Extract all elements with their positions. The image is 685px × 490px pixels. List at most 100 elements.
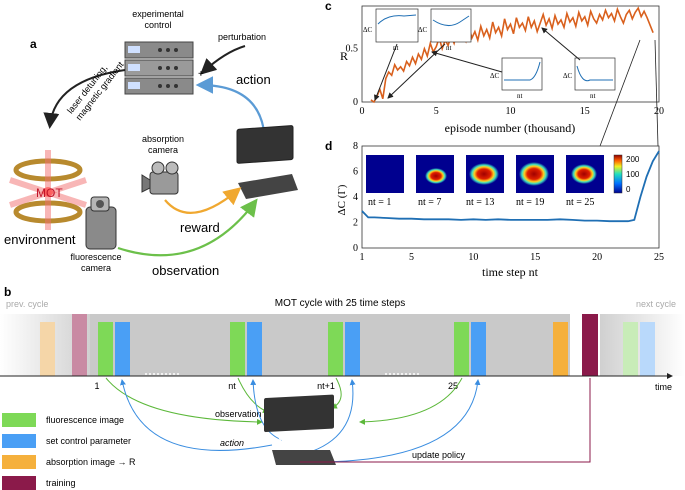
y-tick-8: 8 (353, 141, 358, 152)
inset3-xlabel: nt (517, 92, 523, 100)
inset2-ylabel: ΔC (418, 26, 428, 34)
next-fluor-block (623, 322, 638, 376)
panel-b-letter: b (4, 285, 11, 299)
inset-nt7-label: nt = 7 (418, 197, 441, 208)
time-label: time (655, 382, 672, 392)
absorption-block (553, 322, 568, 376)
environment-label: environment (4, 232, 76, 247)
legend-swatch-control (2, 434, 36, 448)
c-to-d-connector-2 (654, 39, 659, 147)
observation-arrow (117, 198, 258, 257)
x-tick-15: 15 (580, 106, 590, 117)
agent-label-b: agent (278, 427, 319, 444)
y-tick-2: 2 (353, 218, 358, 229)
reward-arrow (164, 187, 242, 214)
observation-label-b: observation (215, 409, 262, 419)
plus-sign: + (198, 69, 204, 80)
inset4-ylabel: ΔC (563, 72, 573, 80)
c-to-d-connector-1 (599, 39, 641, 147)
legend: fluorescence image set control parameter… (2, 413, 136, 490)
panel-c-letter: c (325, 0, 332, 13)
chart-c-series (370, 6, 654, 104)
chart-c-insets: ΔC nt ΔC nt ΔC nt ΔC nt (363, 8, 616, 101)
fluor-block-nt1 (328, 322, 343, 376)
chart-d-series (361, 150, 660, 223)
update-policy-line (300, 378, 591, 463)
reward-label: reward (180, 220, 220, 235)
fluorescence-camera-icon (85, 196, 117, 250)
cycle-title: MOT cycle with 25 time steps (275, 298, 405, 309)
colorbar-tick-200: 200 (626, 155, 640, 164)
chart-c-ticks: 0 5 10 15 20 0 0.5 (346, 44, 665, 117)
agent-label-a: agent (247, 159, 282, 175)
control-block-1 (115, 322, 130, 376)
action-label-b: action (220, 438, 244, 448)
chart-d-insets: nt = 1 nt = 7 nt = 13 nt = 19 nt = 25 20… (366, 154, 640, 208)
tick-1: 1 (94, 381, 99, 391)
panel-d-letter: d (325, 139, 332, 153)
prev-training-block (72, 314, 87, 376)
next-control-block (640, 322, 655, 376)
next-cycle-label: next cycle (636, 299, 676, 309)
inset-nt13-label: nt = 13 (466, 197, 494, 208)
x-tick-5: 5 (434, 106, 439, 117)
y-tick-0: 0 (353, 243, 358, 254)
chart-c-inset-3: ΔC nt (490, 57, 543, 100)
chart-c-ylabel: R (340, 49, 348, 63)
x-tick-0: 0 (360, 106, 365, 117)
x-tick-20: 20 (592, 252, 602, 263)
fluor-block-nt (230, 322, 245, 376)
inset1-ylabel: ΔC (363, 26, 373, 34)
x-tick-10: 10 (506, 106, 516, 117)
chart-d-xlabel: time step nt (482, 265, 539, 279)
laser-detuning-arrow (43, 69, 126, 129)
tick-nt: nt (228, 381, 236, 391)
inset-nt1-label: nt = 1 (368, 197, 391, 208)
inset-nt19-label: nt = 19 (516, 197, 544, 208)
observation-label-a: observation (152, 263, 219, 278)
y-tick-6: 6 (353, 167, 358, 178)
y-tick-4: 4 (353, 192, 358, 203)
inset-nt7-cloud (425, 168, 447, 184)
legend-swatch-training (2, 476, 36, 490)
mot-label: MOT (36, 186, 63, 200)
absorption-camera-icon (141, 161, 179, 195)
inset2-xlabel: nt (446, 44, 452, 52)
control-block-nt (247, 322, 262, 376)
inset-nt25-cloud (571, 164, 597, 184)
prev-absorption-block (40, 322, 55, 376)
legend-swatch-fluorescence (2, 413, 36, 427)
control-block-25 (471, 322, 486, 376)
mot-coils-icon (9, 150, 87, 230)
training-block (582, 314, 598, 376)
fluor-block-25 (454, 322, 469, 376)
inset-nt25-label: nt = 25 (566, 197, 594, 208)
legend-label-training: training (46, 478, 76, 488)
chart-d-ylabel: ΔC (Γ) (336, 184, 348, 215)
tick-25: 25 (448, 381, 458, 391)
inset-nt19-cloud (519, 162, 549, 186)
y-tick-0.5: 0.5 (346, 44, 359, 55)
x-tick-25: 25 (654, 252, 664, 263)
y-tick-0: 0 (353, 97, 358, 108)
perturbation-arrow (200, 45, 246, 75)
fluor-block-1 (98, 322, 113, 376)
x-tick-15: 15 (530, 252, 540, 263)
agent-icon-b: agent (264, 394, 336, 465)
x-tick-20: 20 (654, 106, 664, 117)
colorbar (613, 154, 623, 194)
control-block-nt1 (345, 322, 360, 376)
legend-label-fluorescence: fluorescence image (46, 415, 124, 425)
action-label: action (236, 72, 271, 87)
inset-nt13-cloud (469, 163, 499, 185)
update-policy-label: update policy (412, 450, 466, 460)
observation-arrows (105, 377, 463, 425)
